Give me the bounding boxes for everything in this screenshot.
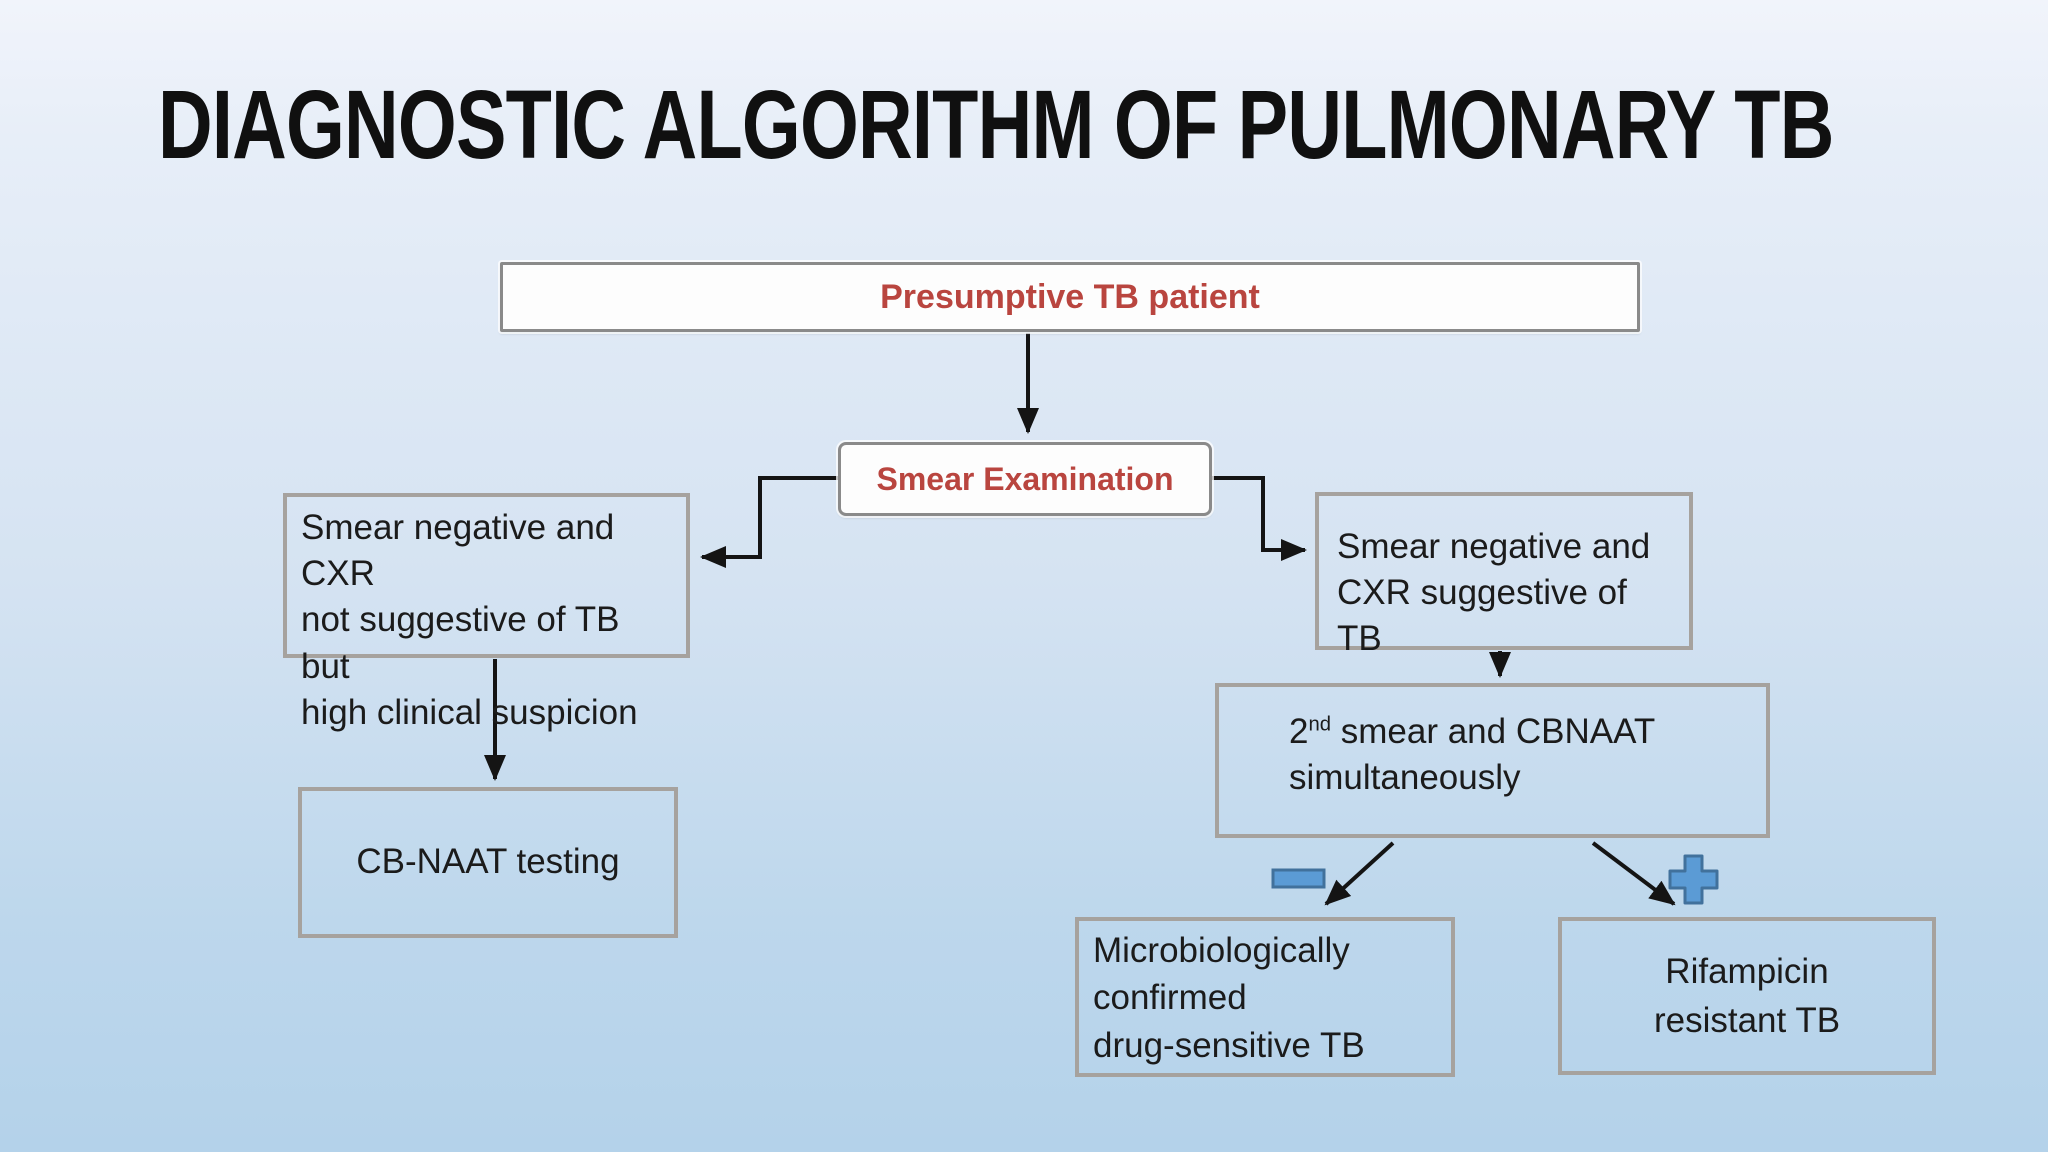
node-rifampicin-resistant-tb: Rifampicin resistant TB: [1558, 917, 1936, 1075]
node-smear-negative-cxr-not-suggestive: Smear negative and CXR not suggestive of…: [283, 493, 690, 732]
second-smear-ordinal: nd: [1308, 713, 1332, 736]
node-smear-negative-cxr-suggestive: Smear negative and CXR suggestive of TB: [1315, 492, 1693, 658]
node-cbnaat-testing: CB-NAAT testing: [298, 787, 678, 938]
second-smear-number: 2: [1289, 712, 1309, 751]
second-smear-line1: smear and CBNAAT: [1331, 712, 1656, 751]
node-second-smear-cbnaat: 2nd smear and CBNAAT simultaneously: [1215, 683, 1770, 838]
page-title: DIAGNOSTIC ALGORITHM OF PULMONARY TB: [158, 70, 1834, 179]
node-smear-examination: Smear Examination: [838, 442, 1212, 516]
node-presumptive-tb-patient: Presumptive TB patient: [500, 262, 1640, 332]
second-smear-line2: simultaneously: [1289, 758, 1521, 798]
arrow-second-smear-to-negative: [1324, 841, 1395, 906]
plus-icon: [1668, 854, 1719, 905]
arrow-smear-to-right-branch: [1212, 476, 1307, 561]
minus-icon: [1271, 868, 1326, 889]
node-drug-sensitive-tb: Microbiologically confirmed drug-sensiti…: [1075, 917, 1455, 1077]
arrow-second-smear-to-positive: [1591, 841, 1676, 906]
arrow-smear-to-left-branch: [700, 476, 838, 568]
